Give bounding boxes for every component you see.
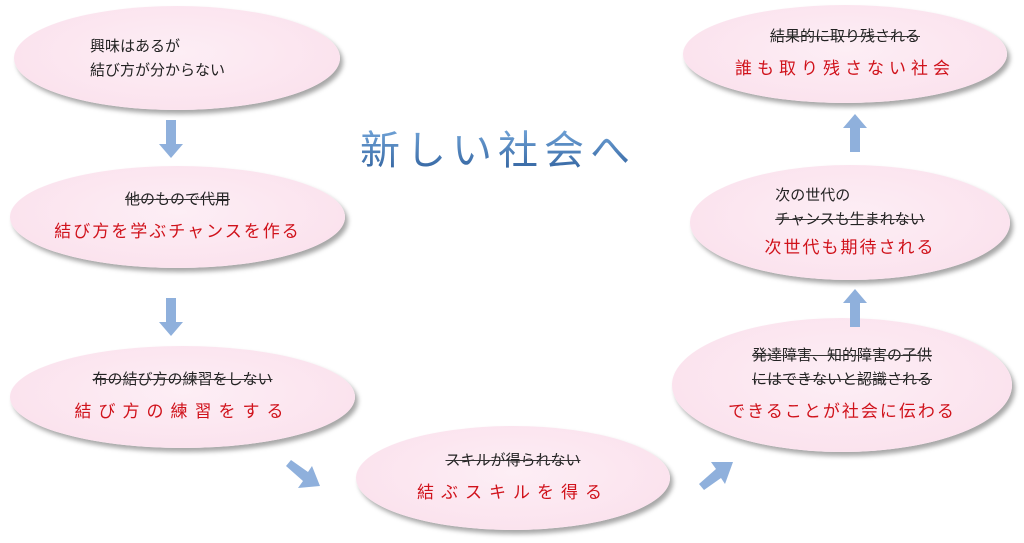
old-text: チャンスも生まれない [775, 209, 925, 228]
arrow-diagonal-down-right-icon [286, 460, 320, 488]
new-text: できることが社会に伝わる [728, 402, 956, 422]
old-text: 次の世代の [775, 185, 851, 204]
arrow-down-icon [159, 120, 183, 158]
bubble-inclusive-society: 結果的に取り残される 誰も取り残さない社会 [683, 5, 1007, 103]
arrow-up-icon [843, 114, 867, 152]
bubble-next-generation: 次の世代の チャンスも生まれない 次世代も期待される [690, 165, 1010, 280]
arrow-diagonal-up-right-icon [699, 462, 733, 490]
diagram-title: 新しい社会へ [360, 118, 636, 176]
new-text: 結び方を学ぶチャンスを作る [54, 222, 301, 242]
bubble-substitute: 他のもので代用 結び方を学ぶチャンスを作る [10, 166, 345, 268]
old-text: 他のもので代用 [124, 190, 230, 208]
new-text: 結ぶスキルを得る [417, 483, 609, 503]
bubble-society-recognition: 発達障害、知的障害の子供 にはできないと認識される できることが社会に伝わる [672, 318, 1012, 452]
old-text: 興味はあるが [90, 37, 181, 55]
old-text: にはできないと認識される [751, 370, 932, 388]
old-text: 布の結び方の練習をしない [92, 370, 273, 388]
arrow-up-icon [843, 289, 867, 327]
old-text: 結び方が分からない [90, 61, 226, 79]
bubble-practice: 布の結び方の練習をしない 結び方の練習をする [10, 346, 355, 448]
new-text: 誰も取り残さない社会 [735, 59, 955, 79]
arrow-down-icon [159, 298, 183, 336]
new-text: 結び方の練習をする [74, 402, 291, 422]
old-text: 発達障害、知的障害の子供 [751, 346, 932, 364]
old-text: スキルが得られない [445, 451, 581, 469]
old-text: 結果的に取り残される [769, 27, 920, 45]
bubble-interest: 興味はあるが 結び方が分からない [14, 6, 340, 110]
bubble-skill: スキルが得られない 結ぶスキルを得る [356, 426, 670, 530]
new-text: 次世代も期待される [764, 237, 936, 258]
